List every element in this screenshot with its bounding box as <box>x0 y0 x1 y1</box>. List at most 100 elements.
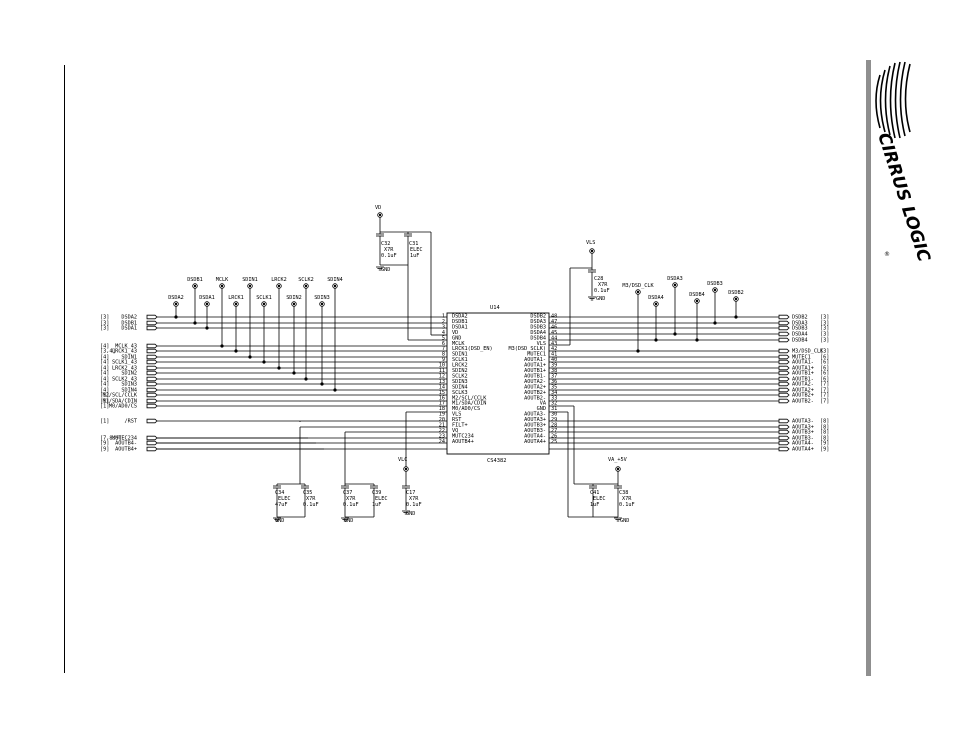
connector-tab-icon <box>778 325 790 331</box>
connector-net-label: SCLK2_43 <box>112 377 137 383</box>
connector-tab-icon <box>778 359 790 365</box>
junction-dot <box>304 377 308 381</box>
chip-pin-number: 34 <box>551 390 557 396</box>
test-point-label: SDIN3 <box>314 295 330 301</box>
connector-net-label: M0/AD0/CS <box>109 404 137 410</box>
connector-tab-icon <box>778 381 790 387</box>
junction-dot <box>205 326 209 330</box>
chip-pin-name: M3(DSD_SCLK) <box>509 346 546 352</box>
chip-pin-number: 28 <box>551 423 557 429</box>
chip-pin-number: 41 <box>551 352 557 358</box>
chip-pin-name: DSDB1 <box>452 319 468 325</box>
connector-tab-icon <box>778 440 790 446</box>
connector-net-label: AOUTB2- <box>792 399 814 405</box>
gnd-label: GND <box>344 518 353 524</box>
chip-pin-name: GND <box>452 335 461 341</box>
connector-ref: [8] <box>820 436 829 442</box>
chip-pin-number: 16 <box>439 395 445 401</box>
test-point-center <box>304 284 308 288</box>
test-point-label: DSDA3 <box>667 276 683 282</box>
connector-tab-icon <box>778 314 790 320</box>
chip-pin-number: 43 <box>551 341 557 347</box>
connector-net-label: MCLK_43 <box>115 344 137 350</box>
junction-dot <box>333 388 337 392</box>
chip-pin-number: 5 <box>442 335 445 341</box>
junction-dot <box>174 315 178 319</box>
cap-c17: C17 X7R 0.1uF <box>406 490 422 508</box>
junction-dot <box>695 338 699 342</box>
connector-tab-icon <box>146 418 158 424</box>
test-point-label: DSDB3 <box>707 281 723 287</box>
chip-pin-name: DSDB2 <box>530 314 546 320</box>
connector-net-label: AOUTB3+ <box>792 430 814 436</box>
connector-net-label: AOUTA2- <box>792 382 814 388</box>
chip-pin-name: LRCK1(DSD_EN) <box>452 346 493 352</box>
chip-pin-name: AOUTB4+ <box>452 439 474 445</box>
chip-pin-name: VQ <box>452 428 458 434</box>
chip-pin-name: DSDA3 <box>530 319 546 325</box>
chip-pin-name: SDIN3 <box>452 379 468 385</box>
chip-pin-number: 37 <box>551 373 557 379</box>
svg-text:1uF: 1uF <box>372 502 381 508</box>
connector-ref: [1] <box>100 399 109 405</box>
connector-ref: [6] <box>820 377 829 383</box>
connector-tab-icon <box>778 337 790 343</box>
svg-text:1uF: 1uF <box>410 253 419 259</box>
test-point-center <box>654 302 658 306</box>
connector-tab-icon <box>146 381 158 387</box>
chip-pin-name: AOUTA1- <box>524 357 546 363</box>
svg-text:0.1uF: 0.1uF <box>303 502 319 508</box>
connector-net-label: AOUTA4+ <box>792 447 814 453</box>
test-point-center <box>636 290 640 294</box>
connector-tab-icon <box>778 418 790 424</box>
rail-vd-label: VD <box>375 205 381 211</box>
svg-text:ELEC: ELEC <box>593 496 606 502</box>
page-left-rule <box>64 65 65 673</box>
chip-pin-name: M1/SDA/CDIN <box>452 401 486 407</box>
connector-net-label: DSDB1 <box>121 321 137 327</box>
chip-pin-name: VLS <box>537 341 546 347</box>
connector-ref: [9] <box>100 441 109 447</box>
connector-net-label: AOUTA4- <box>792 441 814 447</box>
chip-pin-name: SCLK1 <box>452 357 468 363</box>
chip-pin-number: 18 <box>439 406 445 412</box>
chip-pin-name: MUTEC1 <box>527 352 546 358</box>
svg-text:C41: C41 <box>590 490 599 496</box>
connector-tab-icon <box>146 320 158 326</box>
svg-text:1uF: 1uF <box>590 502 599 508</box>
chip-pin-number: 36 <box>551 379 557 385</box>
connector-ref: [6] <box>820 360 829 366</box>
test-point-label: DSDA1 <box>199 295 215 301</box>
chip-part: CS4382 <box>487 458 506 464</box>
cap-c32: C32 X7R 0.1uF <box>381 241 397 259</box>
connector-ref: [9] <box>820 447 829 453</box>
connector-tab-icon <box>146 325 158 331</box>
svg-text:ELEC: ELEC <box>278 496 291 502</box>
gnd-label: GND <box>381 267 390 273</box>
chip-pin-name: SDIN4 <box>452 384 468 390</box>
svg-text:ELEC: ELEC <box>410 247 423 253</box>
chip-pin-name: DSDA2 <box>452 314 468 320</box>
chip-pin-name: AOUTB3+ <box>524 423 546 429</box>
connector-net-label: M2/SCL/CCLK <box>103 393 138 399</box>
connector-ref: [3] <box>100 326 109 332</box>
junction-dot <box>262 360 266 364</box>
connector-ref: [6] <box>820 355 829 361</box>
chip-pin-number: 14 <box>439 384 445 390</box>
wires <box>157 217 779 522</box>
svg-text:C38: C38 <box>619 490 628 496</box>
chip-pin-number: 35 <box>551 384 557 390</box>
rail-va-label: VA_+5V <box>608 457 627 463</box>
svg-text:0.1uF: 0.1uF <box>594 288 610 294</box>
test-point-label: DSDB1 <box>187 277 203 283</box>
logo-swoosh-icon <box>875 61 911 139</box>
svg-text:X7R: X7R <box>384 247 394 253</box>
chip-pin-name: AOUTB1- <box>524 373 546 379</box>
connector-ref: [6] <box>820 366 829 372</box>
connector-ref: [4] <box>100 355 109 361</box>
connector-ref: [1] <box>100 419 109 425</box>
svg-text:C39: C39 <box>372 490 381 496</box>
cap-c39: C39 ELEC 1uF <box>372 490 388 508</box>
brand-registered-mark: ® <box>884 251 890 258</box>
